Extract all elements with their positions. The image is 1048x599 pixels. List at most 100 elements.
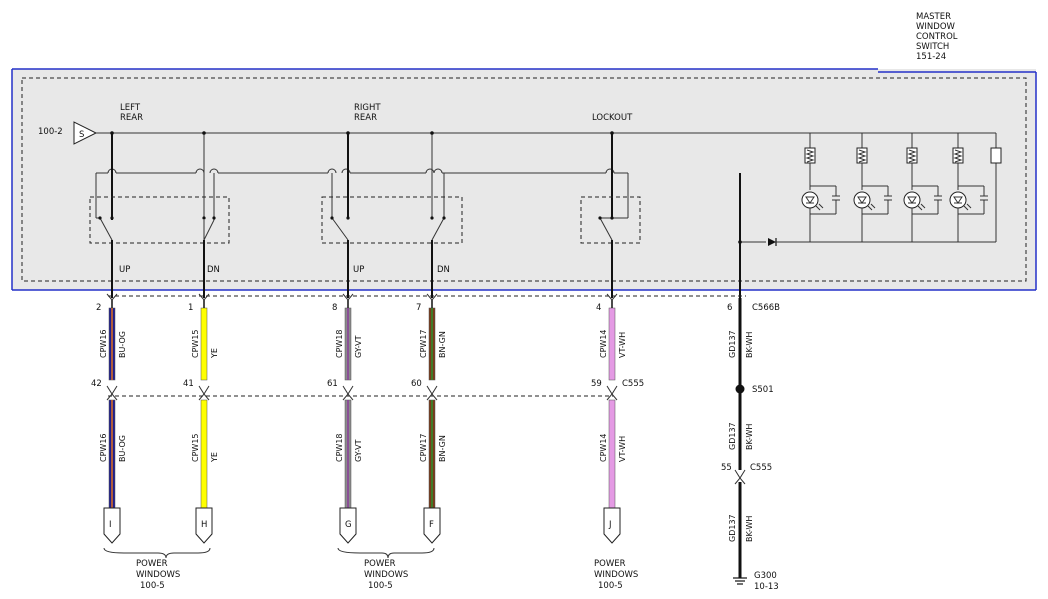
color-code: BU-OG <box>118 435 127 462</box>
ground-color-code: BK-WH <box>745 516 754 542</box>
ground-circuit: 6 S501 55 C555 G300 10-13 GD137 BK-WH GD… <box>721 298 779 592</box>
led-icon <box>853 191 871 209</box>
component-title: MASTER WINDOW CONTROL SWITCH 151-24 <box>916 12 958 62</box>
ground-color-code: BK-WH <box>745 332 754 358</box>
pin-number: 1 <box>188 303 193 313</box>
terminal-label: J <box>608 520 612 530</box>
ground-pin-top: 6 <box>727 303 732 313</box>
circuit-id: CPW14 <box>599 434 608 463</box>
circuit-id: CPW17 <box>419 330 428 359</box>
splice-dot-icon <box>735 384 745 394</box>
ground-circuit-id: GD137 <box>728 330 737 358</box>
terminal-label: F <box>429 520 434 530</box>
pin-number: 59 <box>591 379 602 389</box>
label-left-rear: REAR <box>120 113 143 123</box>
component-title-line: 151-24 <box>916 52 946 62</box>
pin-number: 60 <box>411 379 422 389</box>
label-dn: DN <box>207 265 220 275</box>
ground-inline-ref: C555 <box>750 463 772 473</box>
color-code: BN-GN <box>438 435 447 462</box>
pin-number: 41 <box>183 379 194 389</box>
destination-label: WINDOWS <box>594 570 638 580</box>
switch-network <box>89 131 997 298</box>
label-left-rear: LEFT <box>120 103 141 113</box>
wire-segment <box>608 307 616 381</box>
color-code: YE <box>210 348 219 359</box>
ground-circuit-id: GD137 <box>728 514 737 542</box>
color-code: VT-WH <box>618 332 627 358</box>
terminal-label: G <box>345 520 352 530</box>
component-title-line: MASTER <box>916 12 951 22</box>
terminal-connector-icon <box>195 507 213 544</box>
supply-symbol: S <box>79 130 84 140</box>
destination-label: POWER <box>364 559 396 569</box>
terminal-connector-icon <box>103 507 121 544</box>
splice-ref: S501 <box>752 385 774 395</box>
color-code: BU-OG <box>118 331 127 358</box>
destination-label: 100-5 <box>598 581 623 591</box>
circuit-id: CPW18 <box>335 434 344 463</box>
wire-segment <box>608 399 616 523</box>
led-icon <box>949 191 967 209</box>
terminal-label: I <box>109 520 112 530</box>
destination-label: POWER <box>136 559 168 569</box>
terminal-connector-icon <box>339 507 357 544</box>
color-code: YE <box>210 452 219 463</box>
wire-segment <box>200 307 208 381</box>
label-right-rear: RIGHT <box>354 103 381 113</box>
destination-label: POWER <box>594 559 626 569</box>
destination-label: WINDOWS <box>364 570 408 580</box>
label-dn: DN <box>437 265 450 275</box>
supply-ref: 100-2 <box>38 127 63 137</box>
circuit-id: CPW14 <box>599 330 608 359</box>
supply-input: 100-2 S <box>38 121 996 145</box>
connector-inline-ref: C555 <box>622 379 644 389</box>
pin-number: 42 <box>91 379 102 389</box>
led-icon <box>801 191 819 209</box>
label-lockout: LOCKOUT <box>592 113 633 123</box>
destination-label: 100-5 <box>368 581 393 591</box>
terminal-connector-icon <box>423 507 441 544</box>
circuit-id: CPW15 <box>191 434 200 463</box>
wire-segment <box>200 399 208 523</box>
circuit-id: CPW17 <box>419 434 428 463</box>
label-right-rear: REAR <box>354 113 377 123</box>
supply-arrow-icon <box>73 121 98 145</box>
switch-labels: LEFT REAR RIGHT REAR LOCKOUT UP DN UP DN <box>119 103 633 275</box>
diode-icon <box>768 238 776 246</box>
component-title-line: WINDOW <box>916 22 956 32</box>
color-code: GY-VT <box>354 335 363 358</box>
ground-pin-mid: 55 <box>721 463 732 473</box>
illumination-branches <box>801 133 1002 242</box>
pin-number: 2 <box>96 303 101 313</box>
pin-number: 4 <box>596 303 601 313</box>
color-code: BN-GN <box>438 331 447 358</box>
ground-circuit-id: GD137 <box>728 422 737 450</box>
circuit-id: CPW15 <box>191 330 200 359</box>
connector-switch-ref: C566B <box>752 303 780 313</box>
ground-page-ref: 10-13 <box>754 582 779 592</box>
color-code: GY-VT <box>354 439 363 462</box>
led-icon <box>903 191 921 209</box>
circuit-id: CPW16 <box>99 434 108 463</box>
terminal-connector-icon <box>603 507 621 544</box>
destination-label: WINDOWS <box>136 570 180 580</box>
component-title-line: SWITCH <box>916 42 949 52</box>
pin-number: 7 <box>416 303 421 313</box>
label-up: UP <box>119 265 130 275</box>
label-up: UP <box>353 265 364 275</box>
destination-groups: POWER WINDOWS 100-5 POWER WINDOWS 100-5 … <box>103 547 638 591</box>
circuit-id: CPW16 <box>99 330 108 359</box>
color-code: VT-WH <box>618 436 627 462</box>
pin-number: 8 <box>332 303 337 313</box>
ground-color-code: BK-WH <box>745 424 754 450</box>
switch-housing <box>11 68 1037 291</box>
pin-number: 61 <box>327 379 338 389</box>
